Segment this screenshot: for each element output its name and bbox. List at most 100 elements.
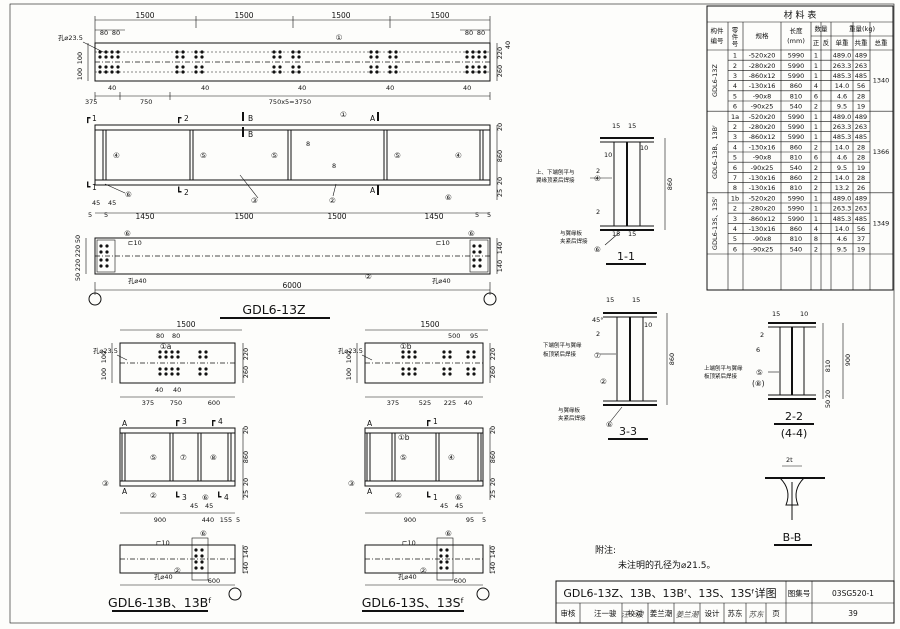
hole-z-17-3 [471,70,475,74]
part-4-z-right: ④ [455,151,462,160]
s11-dim-10: 10 [604,151,612,159]
table-cell-1-2-6: 485 [855,133,867,141]
dim-860: 860 [496,150,504,162]
dim-mid-2: 1500 [234,212,253,221]
hole-s-0-0 [401,350,405,354]
hole-z-10-2 [291,65,295,69]
table-cell-1-3-2: 860 [790,143,802,151]
hole-s-5-0 [466,350,470,354]
hole-z-12-1 [369,55,373,59]
s11-dim-15-a: 15 [612,122,620,130]
table-group-total-1: 1366 [873,148,890,156]
s22-dim-10: 10 [800,310,808,318]
hole-bb-0-2 [194,560,198,564]
b-dim-25: 25 [242,490,250,498]
s-hole40: 孔⌀40 [398,573,417,581]
hole-s-2-1 [413,355,417,359]
s-dim-140-b: 140 [489,562,497,574]
table-cell-1-2-3: 1 [814,133,818,141]
dim-140-a: 140 [496,242,504,254]
hole-b-0-3 [158,372,162,376]
s11-dim-15-c: 15 [612,230,620,238]
s-dim-100-2: 100 [345,368,353,380]
hole-s-0-3 [401,372,405,376]
section-mark-2-top: ┏ [176,114,182,124]
hole-z-14-0 [388,50,392,54]
s11-note2b: 夹紧后焊接 [560,237,588,245]
checker: 姜兰潮 [650,608,673,618]
table-cell-0-1-3: 1 [814,62,818,70]
hole-z-7-3 [200,70,204,74]
dim-80-left-2: 80 [112,29,120,37]
designer-sign: 苏东 [749,610,765,619]
hole-s-1-1 [407,355,411,359]
dim-mid-3: 1500 [327,212,346,221]
hdr-part-3: 号 [732,40,739,48]
title-gdl6-13b: GDL6-13B、13Bᶠ [108,595,212,610]
s-dim-140-a: 140 [489,546,497,558]
table-cell-0-0-0: 1 [733,52,737,60]
table-cell-0-3-3: 4 [814,82,818,90]
hole-b-4-1 [198,355,202,359]
s33-dim-10: 10 [644,321,652,329]
b-part-6-plan: ⑥ [200,529,207,538]
section-label-a-top: A [370,114,376,123]
hole-z-15-3 [394,70,398,74]
hole-b-3-0 [176,350,180,354]
s-dim-20-bot: 20 [489,478,497,486]
b-dim-140-a: 140 [242,546,250,558]
table-cell-0-2-6: 485 [855,72,867,80]
part-6-z: ⑥ [125,190,132,199]
part-5-z-2: ⑤ [271,151,278,160]
stiffeners-z [102,130,484,180]
section-label-2-top: 2 [184,114,189,123]
dim-20-top: 20 [496,123,504,131]
table-cell-2-0-0: 1b [731,194,739,202]
designer: 苏东 [728,608,743,618]
table-cell-2-2-5: 485.3 [833,215,852,223]
hole-z-13-3 [375,70,379,74]
s33-dim-15-a: 15 [606,296,614,304]
hole-z-14-3 [388,70,392,74]
hdr-qty-pos: 正 [813,39,820,47]
table-cell-2-2-6: 485 [855,215,867,223]
b-dim-5: 5 [236,516,240,524]
dim-5-a: 5 [88,211,92,219]
hole-note: 孔⌀23.5 [58,34,83,42]
hole-z-1-1 [104,55,108,59]
s11-part-6: ⑥ [594,245,601,254]
hole-s-3-0 [442,350,446,354]
s-axis-bubble [476,587,490,601]
table-cell-2-0-2: 5990 [788,194,805,202]
hole-sb-0-3 [439,566,443,570]
table-cell-1-7-2: 810 [790,184,802,192]
hole-s-6-0 [472,350,476,354]
atlas-label: 图集号 [788,588,811,598]
checker-sign: 姜兰潮 [676,610,700,619]
hole-b-4-3 [198,372,202,376]
l10-left: ⊏10 [128,239,142,247]
table-cell-1-0-2: 5990 [788,113,805,121]
hole-bb-1-0 [200,548,204,552]
hole-z-19-1 [483,55,487,59]
table-cell-1-4-2: 810 [790,154,802,162]
s22-dim-15: 15 [772,310,780,318]
b-axis-bubble [228,587,242,601]
b-dim-140-b: 140 [242,562,250,574]
dim-top-4: 1500 [430,11,449,20]
table-cell-2-3-0: 4 [733,225,737,233]
hole-z-0-2 [98,65,102,69]
s-part-3: ③ [348,479,355,488]
dim-40-right: 40 [504,41,512,49]
table-cell-2-5-2: 540 [790,245,802,253]
hole-b-4-2 [198,367,202,371]
s-dim-45-b: 45 [455,502,463,510]
s-dim-45: 45 [440,502,448,510]
hole-zb-3-0 [478,244,482,248]
hole-zb-0-1 [99,250,103,254]
weld-8-b: 8 [332,162,336,170]
hole-z-8-2 [272,65,276,69]
s-l10: ⊏10 [402,539,416,547]
table-group-total-0: 1340 [873,77,890,85]
hole-s-5-1 [466,355,470,359]
